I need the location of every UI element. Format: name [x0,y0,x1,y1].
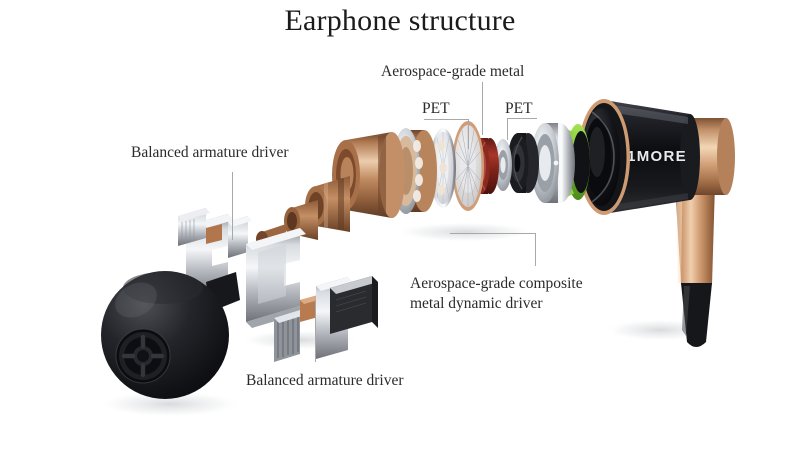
cable-strain-relief [681,283,712,347]
label-composite-driver-line-1: Aerospace-grade composite [410,275,583,292]
leader-pet-right-horizontal [507,118,537,119]
label-aerospace-grade-composite-driver: Aerospace-grade composite metal dynamic … [410,274,660,314]
leader-pet-left-vertical [468,119,469,149]
leader-pet-right-vertical [507,118,508,140]
label-aerospace-grade-metal: Aerospace-grade metal [381,63,525,80]
leader-balanced-armature-driver-top [232,172,233,240]
balanced-armature-bracket-center [246,228,306,328]
label-composite-driver-line-2: metal dynamic driver [410,294,543,312]
page-title: Earphone structure [284,4,516,37]
silicone-eartip [101,271,240,399]
pet-diaphragm-rear [452,121,484,211]
leader-aerospace-grade-metal [482,82,483,135]
label-pet-left: PET [422,100,450,117]
leader-composite-driver-vertical [535,233,536,266]
driver-housing [531,123,575,203]
leader-composite-driver-horizontal [450,233,536,234]
label-pet-right: PET [505,100,533,117]
driver-washer [494,139,512,191]
magnet-assembly [507,133,539,193]
balanced-armature-driver-block-lower [274,276,378,362]
label-balanced-armature-driver-top: Balanced armature driver [131,144,289,161]
leader-balanced-armature-driver-bottom [315,300,316,362]
leader-pet-left-horizontal [424,119,469,120]
brand-logo-text: 1MORE [627,148,687,165]
label-balanced-armature-driver-bottom: Balanced armature driver [246,372,404,389]
earphone-housing-shell: 1MORE [578,99,735,215]
